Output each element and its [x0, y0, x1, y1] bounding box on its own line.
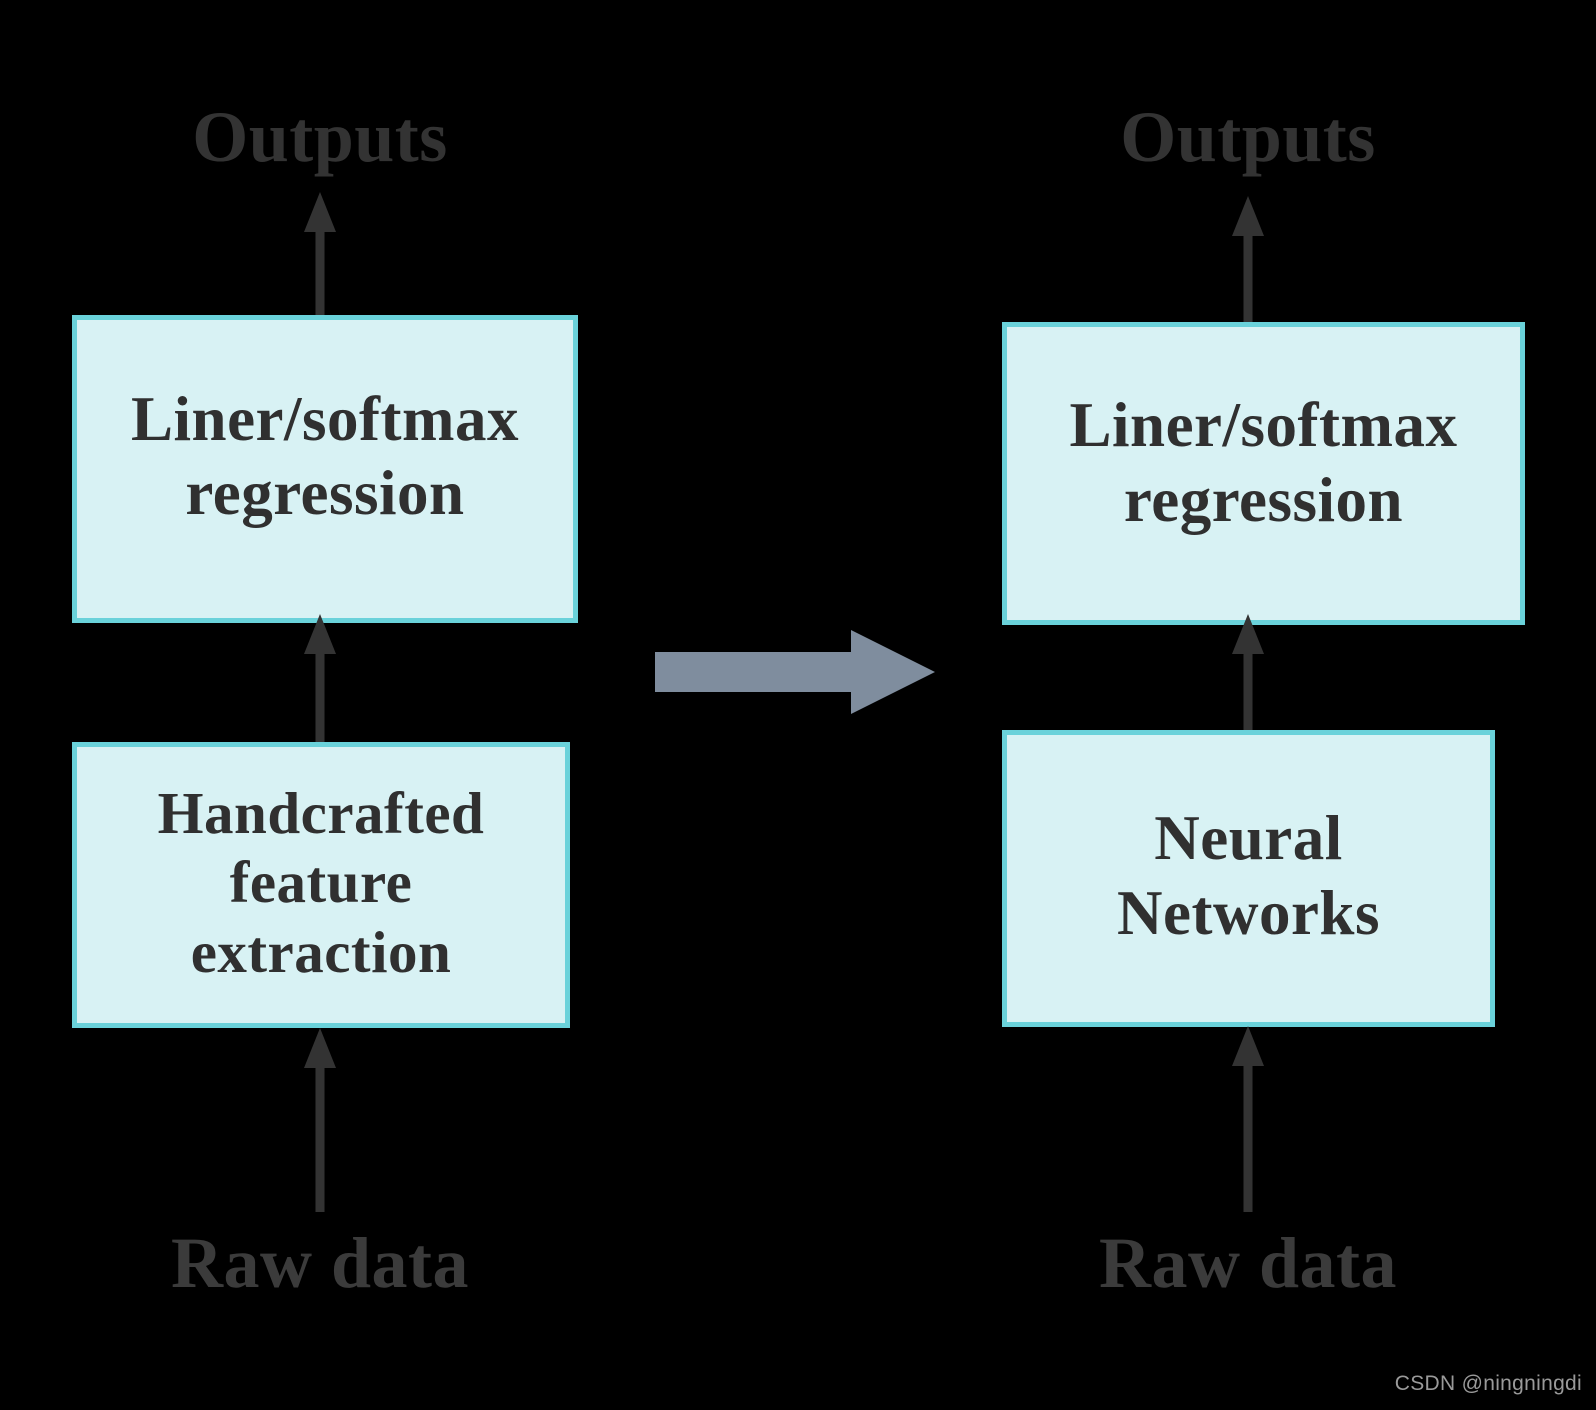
- arrow-stem: [1243, 1062, 1253, 1212]
- left-outputs-label: Outputs: [192, 97, 448, 177]
- arrow-head-up-icon: [1232, 614, 1264, 654]
- transition-block-arrow-icon: [655, 630, 935, 714]
- right-raw-data-label: Raw data: [1098, 1223, 1397, 1303]
- arrow-stem: [315, 1064, 325, 1212]
- right-arrow-classifier-to-outputs: [1232, 196, 1264, 324]
- right-neural-networks-box: Neural Networks: [1002, 730, 1495, 1027]
- arrow-stem: [1243, 650, 1253, 732]
- arrow-head-up-icon: [304, 614, 336, 654]
- arrow-stem: [1243, 232, 1253, 324]
- left-classifier-box: Liner/softmax regression: [72, 315, 578, 623]
- arrow-head-up-icon: [1232, 196, 1264, 236]
- right-arrow-network-to-classifier: [1232, 614, 1264, 732]
- left-arrow-rawdata-to-features: [304, 1028, 336, 1212]
- arrow-head-up-icon: [1232, 1026, 1264, 1066]
- right-classifier-box: Liner/softmax regression: [1002, 322, 1525, 625]
- arrow-head-up-icon: [304, 192, 336, 232]
- right-arrow-rawdata-to-network: [1232, 1026, 1264, 1212]
- arrow-stem: [315, 649, 325, 744]
- left-arrow-features-to-classifier: [304, 614, 336, 744]
- left-arrow-classifier-to-outputs: [304, 192, 336, 316]
- right-outputs-label: Outputs: [1120, 97, 1376, 177]
- left-feature-extraction-box: Handcrafted feature extraction: [72, 742, 570, 1028]
- left-raw-data-label: Raw data: [170, 1223, 469, 1303]
- arrow-head-up-icon: [304, 1028, 336, 1068]
- watermark-label: CSDN @ningningdi: [1394, 1372, 1582, 1395]
- arrow-stem: [315, 226, 325, 316]
